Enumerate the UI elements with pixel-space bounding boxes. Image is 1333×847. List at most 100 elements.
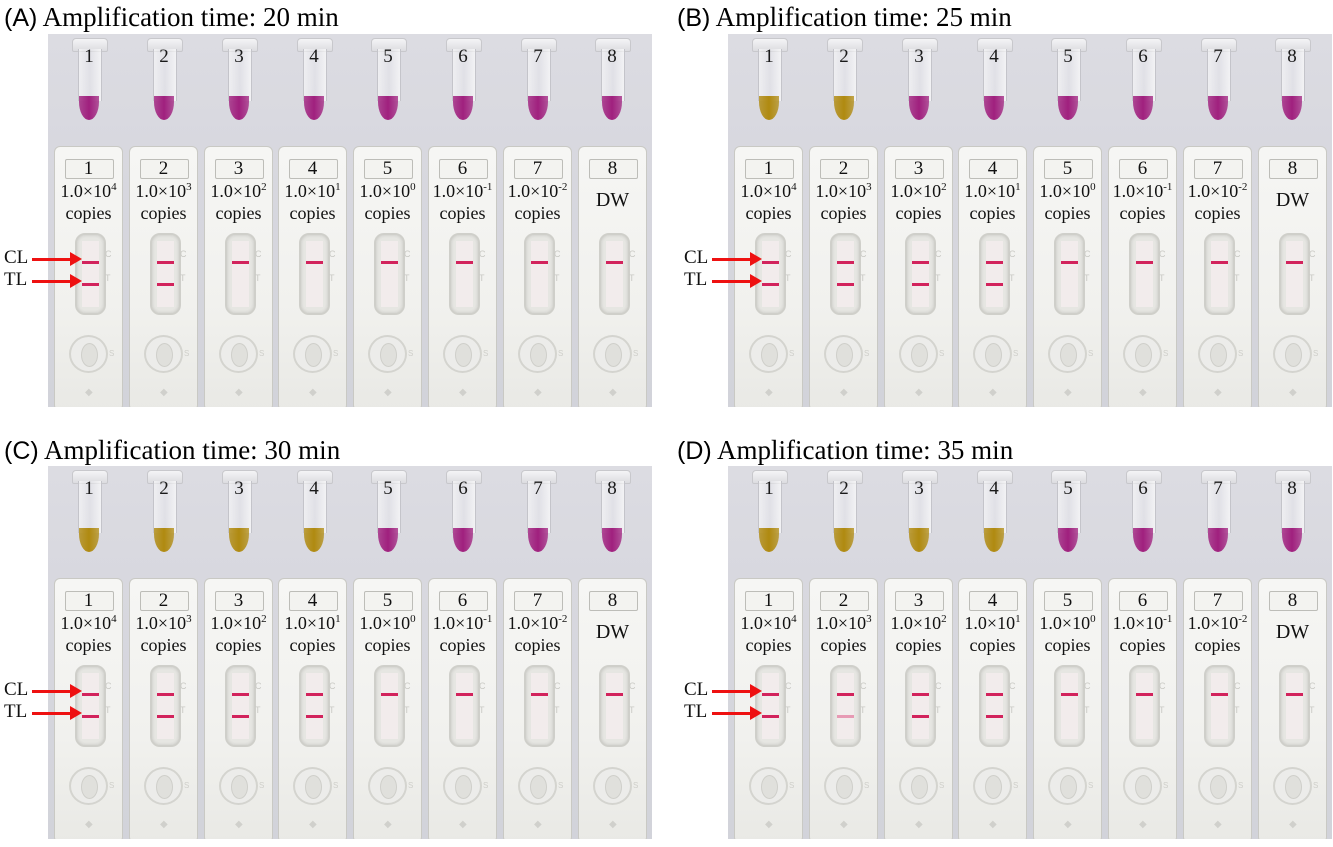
strip-s-mark: S bbox=[789, 781, 795, 790]
result-window bbox=[1279, 233, 1310, 315]
red-arrow-icon bbox=[32, 274, 82, 288]
result-window bbox=[599, 665, 630, 747]
reaction-tube: 1 bbox=[750, 470, 788, 556]
strip-t-mark: T bbox=[935, 273, 941, 283]
strip-copies-label: copies bbox=[1119, 203, 1166, 223]
reaction-tube: 3 bbox=[900, 38, 938, 124]
tube-number: 1 bbox=[84, 478, 94, 499]
strip-direction-icon: ◆ bbox=[459, 387, 467, 398]
tube-number: 8 bbox=[1287, 46, 1297, 67]
membrane-pad bbox=[381, 241, 398, 307]
strip-copies-label: copies bbox=[1119, 635, 1166, 655]
tube-liquid bbox=[154, 96, 174, 120]
test-line bbox=[837, 283, 854, 286]
strip-c-mark: C bbox=[255, 249, 262, 259]
concentration-exponent: 2 bbox=[941, 181, 947, 193]
tl-label: TL bbox=[684, 701, 708, 722]
strip-copies-label: copies bbox=[1044, 635, 1091, 655]
tube-number: 1 bbox=[764, 46, 774, 67]
strip-s-mark: S bbox=[1313, 781, 1319, 790]
strip-s-mark: S bbox=[558, 781, 564, 790]
reaction-tube: 2 bbox=[825, 38, 863, 124]
strip-c-mark: C bbox=[105, 249, 112, 259]
concentration-exponent: 2 bbox=[261, 181, 267, 193]
sample-well bbox=[144, 335, 183, 373]
strip-concentration: 1.0×100 bbox=[348, 613, 427, 634]
sample-well bbox=[518, 767, 557, 805]
strip-c-mark: C bbox=[785, 681, 792, 691]
tube-liquid bbox=[909, 96, 929, 120]
strip-number: 7 bbox=[532, 590, 543, 611]
strip-concentration: 1.0×101 bbox=[953, 613, 1032, 634]
strip-number-box bbox=[820, 591, 869, 611]
strip-number-box bbox=[589, 591, 638, 611]
reaction-tube: 8 bbox=[593, 38, 631, 124]
strip-s-mark: S bbox=[939, 349, 945, 358]
membrane-pad bbox=[456, 241, 473, 307]
strip-number: 2 bbox=[158, 590, 169, 611]
strip-number-box bbox=[439, 591, 488, 611]
strip-c-mark: C bbox=[329, 249, 336, 259]
concentration-base: 1.0×10 bbox=[60, 613, 112, 633]
membrane-pad bbox=[306, 241, 323, 307]
sample-hole bbox=[1210, 343, 1227, 367]
test-line bbox=[986, 283, 1003, 286]
strip-concentration: 1.0×101 bbox=[953, 181, 1032, 202]
strip-direction-icon: ◆ bbox=[1139, 387, 1147, 398]
panel-title-text: Amplification time: 35 min bbox=[711, 435, 1014, 465]
tube-liquid bbox=[304, 96, 324, 120]
tube-body bbox=[1132, 481, 1156, 533]
control-line bbox=[912, 693, 929, 696]
strip-number: 3 bbox=[913, 158, 924, 179]
strip-copies-label: copies bbox=[895, 203, 942, 223]
tube-body bbox=[833, 481, 857, 533]
reaction-tube: 6 bbox=[1124, 38, 1162, 124]
reaction-tube: 2 bbox=[145, 38, 183, 124]
tube-liquid bbox=[759, 528, 779, 552]
sample-well bbox=[219, 767, 258, 805]
membrane-pad bbox=[381, 673, 398, 739]
strip-t-mark: T bbox=[105, 273, 111, 283]
reaction-tube: 5 bbox=[369, 38, 407, 124]
concentration-base: 1.0×10 bbox=[1039, 613, 1091, 633]
concentration-base: 1.0×10 bbox=[135, 181, 187, 201]
tube-body bbox=[303, 481, 327, 533]
strip-direction-icon: ◆ bbox=[309, 819, 317, 830]
strip-number-box bbox=[745, 591, 794, 611]
strip-copies-label: copies bbox=[1044, 203, 1091, 223]
strip-s-mark: S bbox=[939, 781, 945, 790]
strip-c-mark: C bbox=[629, 249, 636, 259]
strip-dw-label: DW bbox=[1275, 621, 1310, 643]
strip-direction-icon: ◆ bbox=[1289, 387, 1297, 398]
reaction-tube: 3 bbox=[900, 470, 938, 556]
strip-s-mark: S bbox=[408, 349, 414, 358]
reaction-tube: 7 bbox=[519, 470, 557, 556]
result-window bbox=[299, 233, 330, 315]
strip-s-mark: S bbox=[408, 781, 414, 790]
result-window bbox=[1204, 665, 1235, 747]
membrane-pad bbox=[531, 241, 548, 307]
strip-c-mark: C bbox=[105, 681, 112, 691]
result-window bbox=[1129, 665, 1160, 747]
strip-concentration: 1.0×102 bbox=[199, 613, 278, 634]
tube-number: 5 bbox=[383, 46, 393, 67]
strip-direction-icon: ◆ bbox=[1064, 819, 1072, 830]
strip-concentration: 1.0×104 bbox=[49, 181, 128, 202]
reaction-tube: 7 bbox=[1199, 38, 1237, 124]
strip-number-box bbox=[289, 159, 338, 179]
concentration-exponent: -2 bbox=[558, 181, 568, 193]
strip-t-mark: T bbox=[1159, 705, 1165, 715]
sample-well bbox=[824, 767, 863, 805]
membrane-pad bbox=[1211, 673, 1228, 739]
strip-copies-label: copies bbox=[439, 203, 486, 223]
concentration-exponent: 0 bbox=[410, 181, 416, 193]
sample-well bbox=[1123, 767, 1162, 805]
tube-body bbox=[1057, 49, 1081, 101]
strip-number: 2 bbox=[158, 158, 169, 179]
tube-body bbox=[452, 481, 476, 533]
cl-label: CL bbox=[684, 247, 709, 268]
red-arrow-icon bbox=[32, 252, 82, 266]
